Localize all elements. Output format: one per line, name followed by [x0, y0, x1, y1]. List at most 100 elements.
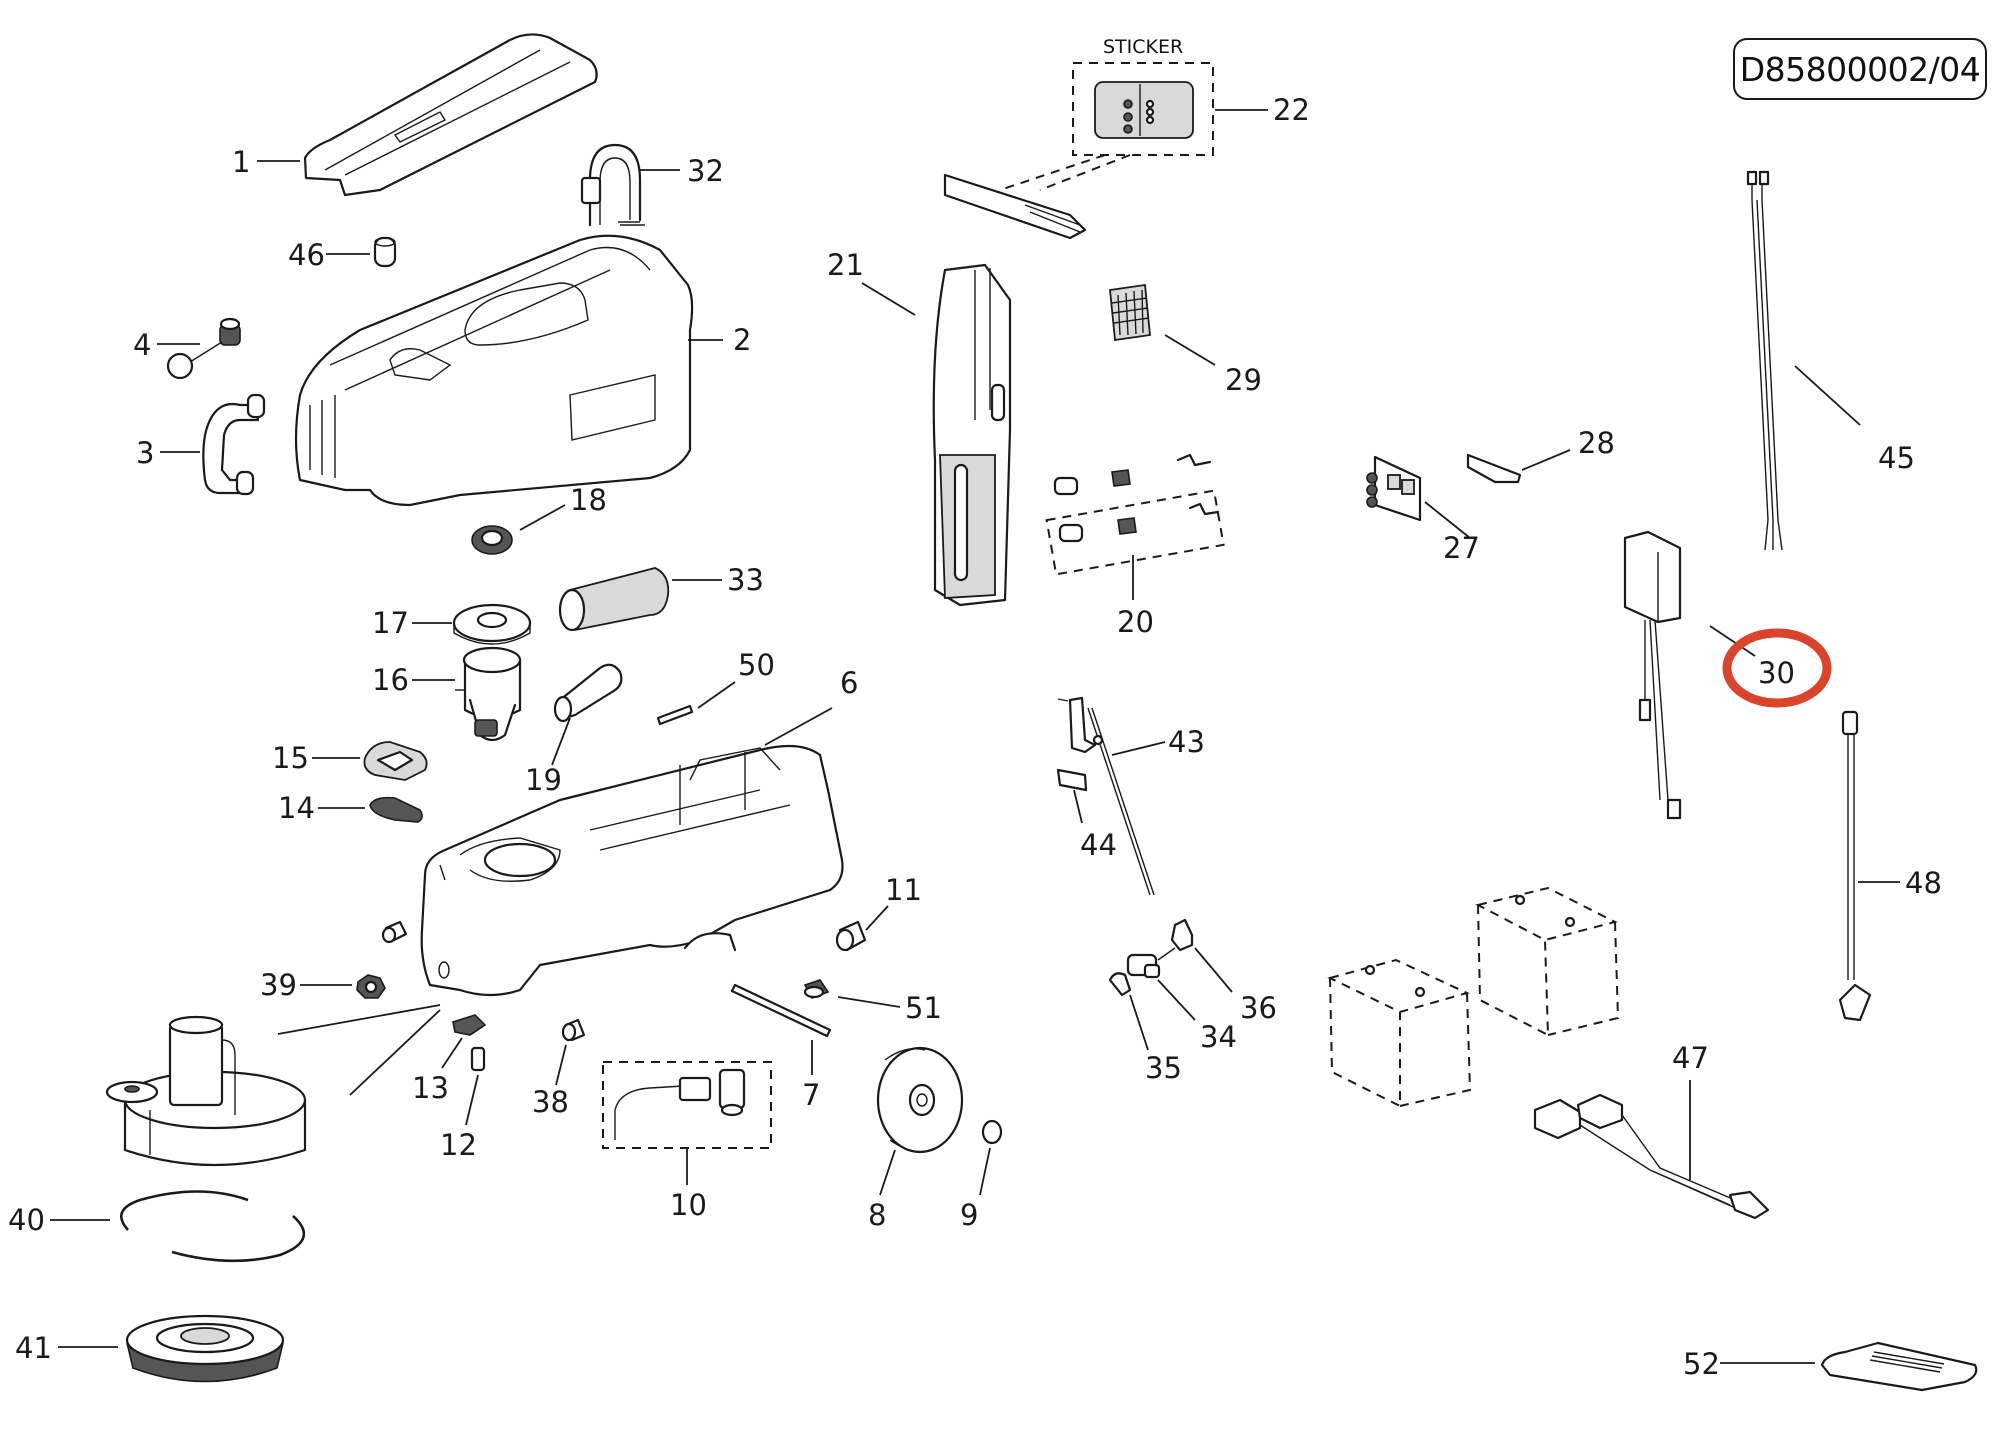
- callout-1: 1: [232, 145, 250, 179]
- callout-38: 38: [532, 1085, 569, 1119]
- part-45-wiring-harness[interactable]: [1746, 170, 1783, 551]
- part-40-snap-ring[interactable]: [119, 1190, 306, 1263]
- leader-38: [555, 1044, 567, 1086]
- callout-27: 27: [1443, 531, 1480, 565]
- document-id: D85800002/04: [1739, 49, 1981, 89]
- callout-19: 19: [525, 763, 562, 797]
- callout-30: 30: [1758, 656, 1795, 690]
- part-14-filter-gasket[interactable]: [369, 796, 423, 823]
- part-19-motor-hose[interactable]: [553, 663, 623, 723]
- leader-50: [697, 681, 736, 709]
- callout-35: 35: [1145, 1051, 1182, 1085]
- part-21-handle[interactable]: [932, 263, 1012, 607]
- part-10-solenoid-valve-kit[interactable]: [602, 1061, 772, 1149]
- part-brush-deck-assembly[interactable]: [105, 1015, 307, 1167]
- part-33-filter-cartridge[interactable]: [558, 567, 670, 632]
- part-16-vacuum-motor[interactable]: [455, 646, 522, 742]
- callout-52: 52: [1683, 1347, 1720, 1381]
- callout-8: 8: [868, 1198, 886, 1232]
- leader-11: [865, 905, 889, 931]
- callout-45: 45: [1878, 441, 1915, 475]
- part-9-wheel-cap[interactable]: [981, 1119, 1003, 1145]
- callout-28: 28: [1578, 426, 1615, 460]
- leader-19: [551, 717, 571, 766]
- part-17-motor-gasket-ring[interactable]: [452, 603, 532, 645]
- part-43-control-cable[interactable]: [1057, 696, 1155, 896]
- part-46-plug[interactable]: [373, 236, 397, 268]
- part-18-grommet[interactable]: [471, 525, 513, 555]
- part-11-bushing[interactable]: [835, 920, 867, 952]
- highlight-ring-30: [1722, 628, 1832, 708]
- part-22-control-sticker[interactable]: [999, 62, 1214, 191]
- callout-32: 32: [687, 154, 724, 188]
- part-7-axle[interactable]: [730, 983, 832, 1038]
- leader-deck-1: [277, 1004, 441, 1035]
- part-35-elbow-fitting[interactable]: [1108, 972, 1132, 997]
- callout-29: 29: [1225, 363, 1262, 397]
- callout-46: 46: [288, 238, 325, 272]
- callout-20: 20: [1117, 605, 1154, 639]
- callout-9: 9: [960, 1198, 978, 1232]
- leader-45: [1794, 365, 1861, 426]
- part-39-knob-nut[interactable]: [356, 974, 386, 999]
- callout-47: 47: [1672, 1041, 1709, 1075]
- callout-13: 13: [412, 1071, 449, 1105]
- part-4-cap-with-strap[interactable]: [166, 317, 241, 380]
- part-1-top-cover[interactable]: [303, 33, 598, 197]
- part-34-valve-fitting[interactable]: [1126, 947, 1176, 979]
- battery-left-outline: [1327, 958, 1472, 1108]
- leader-34: [1157, 979, 1196, 1021]
- leader-30: [1709, 625, 1756, 657]
- part-47-battery-cable[interactable]: [1533, 1093, 1770, 1220]
- leader-deck-2: [349, 1009, 441, 1096]
- part-28-bracket[interactable]: [1466, 453, 1522, 484]
- part-15-filter-holder[interactable]: [363, 741, 428, 781]
- callout-15: 15: [272, 741, 309, 775]
- part-12-small-fitting[interactable]: [470, 1046, 486, 1072]
- part-3-hose-elbow[interactable]: [202, 393, 266, 496]
- part-8-wheel[interactable]: [876, 1046, 964, 1154]
- callout-22: 22: [1273, 93, 1310, 127]
- callout-2: 2: [733, 323, 751, 357]
- callout-33: 33: [727, 563, 764, 597]
- callout-34: 34: [1200, 1020, 1237, 1054]
- part-38-spacer[interactable]: [561, 1018, 586, 1042]
- part-20-knob-screw-kit[interactable]: [1045, 453, 1225, 576]
- part-13-bracket-plate[interactable]: [452, 1014, 487, 1036]
- leader-36: [1194, 947, 1233, 993]
- part-2-recovery-tank[interactable]: [294, 234, 694, 507]
- part-32-drain-hose[interactable]: [580, 143, 645, 227]
- callout-39: 39: [260, 968, 297, 1002]
- leader-44: [1073, 789, 1083, 824]
- callout-36: 36: [1240, 991, 1277, 1025]
- part-6-chassis-body[interactable]: [420, 744, 844, 997]
- part-29-grille[interactable]: [1109, 283, 1151, 342]
- part-30-battery-charger[interactable]: [1623, 530, 1682, 820]
- callout-43: 43: [1168, 725, 1205, 759]
- leader-13: [441, 1037, 463, 1069]
- part-36-elbow-connector[interactable]: [1170, 918, 1194, 952]
- part-27-control-board[interactable]: [1366, 455, 1422, 522]
- part-41-brush[interactable]: [125, 1314, 285, 1383]
- leader-51: [837, 996, 901, 1008]
- leader-6: [764, 707, 833, 746]
- callout-41: 41: [15, 1331, 52, 1365]
- callout-labels: 1 2 3 4 6 7 8 9 10 11 12 13 14 15 16 17 …: [8, 93, 1942, 1381]
- callout-40: 40: [8, 1203, 45, 1237]
- part-handle-top[interactable]: [943, 173, 1087, 240]
- callout-11: 11: [885, 873, 922, 907]
- callout-51: 51: [905, 991, 942, 1025]
- part-51-nut-fitting[interactable]: [803, 979, 830, 999]
- leader-21: [861, 282, 916, 316]
- part-52-manual[interactable]: [1820, 1341, 1978, 1392]
- part-50-pin[interactable]: [656, 704, 694, 726]
- callout-50: 50: [738, 648, 775, 682]
- leader-43: [1111, 741, 1166, 756]
- leader-8: [879, 1149, 896, 1196]
- part-spacer-left[interactable]: [381, 920, 408, 944]
- callout-44: 44: [1080, 828, 1117, 862]
- leader-27: [1424, 501, 1471, 539]
- part-44-clip[interactable]: [1056, 768, 1088, 792]
- part-48-power-cord[interactable]: [1838, 710, 1872, 1022]
